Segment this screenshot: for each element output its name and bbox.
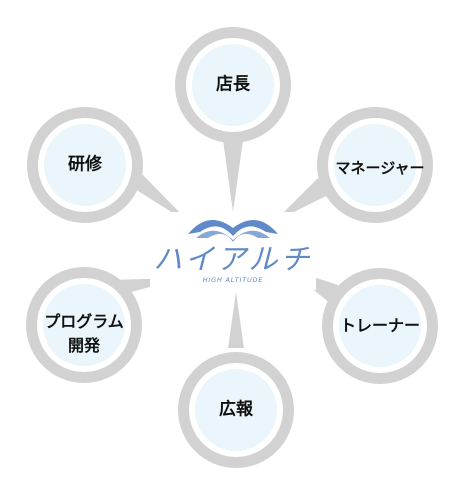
- logo-wordmark: ハイアルチ: [153, 242, 313, 276]
- node-program-text-line1: プログラム: [44, 312, 124, 331]
- node-manager-text: マネージャー: [335, 158, 425, 177]
- node-store-manager: 店長: [216, 72, 250, 98]
- node-program-text-line2: 開発: [67, 336, 100, 355]
- logo-mark-icon: [188, 220, 278, 242]
- node-training-text: 研修: [68, 154, 102, 175]
- connector-training: [130, 172, 192, 225]
- node-pr: 広報: [219, 397, 253, 423]
- node-fills: [43, 44, 421, 451]
- connector-pr: [228, 292, 244, 348]
- node-training: 研修: [68, 152, 102, 178]
- connector-store-manager: [223, 140, 243, 212]
- connector-manager: [274, 178, 326, 222]
- node-trainer-text: トレーナー: [339, 316, 421, 335]
- logo-subtitle: HIGH ALTITUDE: [202, 276, 264, 284]
- node-program-development: プログラム 開発: [44, 310, 124, 358]
- node-store-manager-text: 店長: [216, 74, 250, 95]
- node-manager: マネージャー: [336, 157, 425, 180]
- node-pr-text: 広報: [219, 399, 253, 420]
- node-trainer: トレーナー: [340, 314, 420, 338]
